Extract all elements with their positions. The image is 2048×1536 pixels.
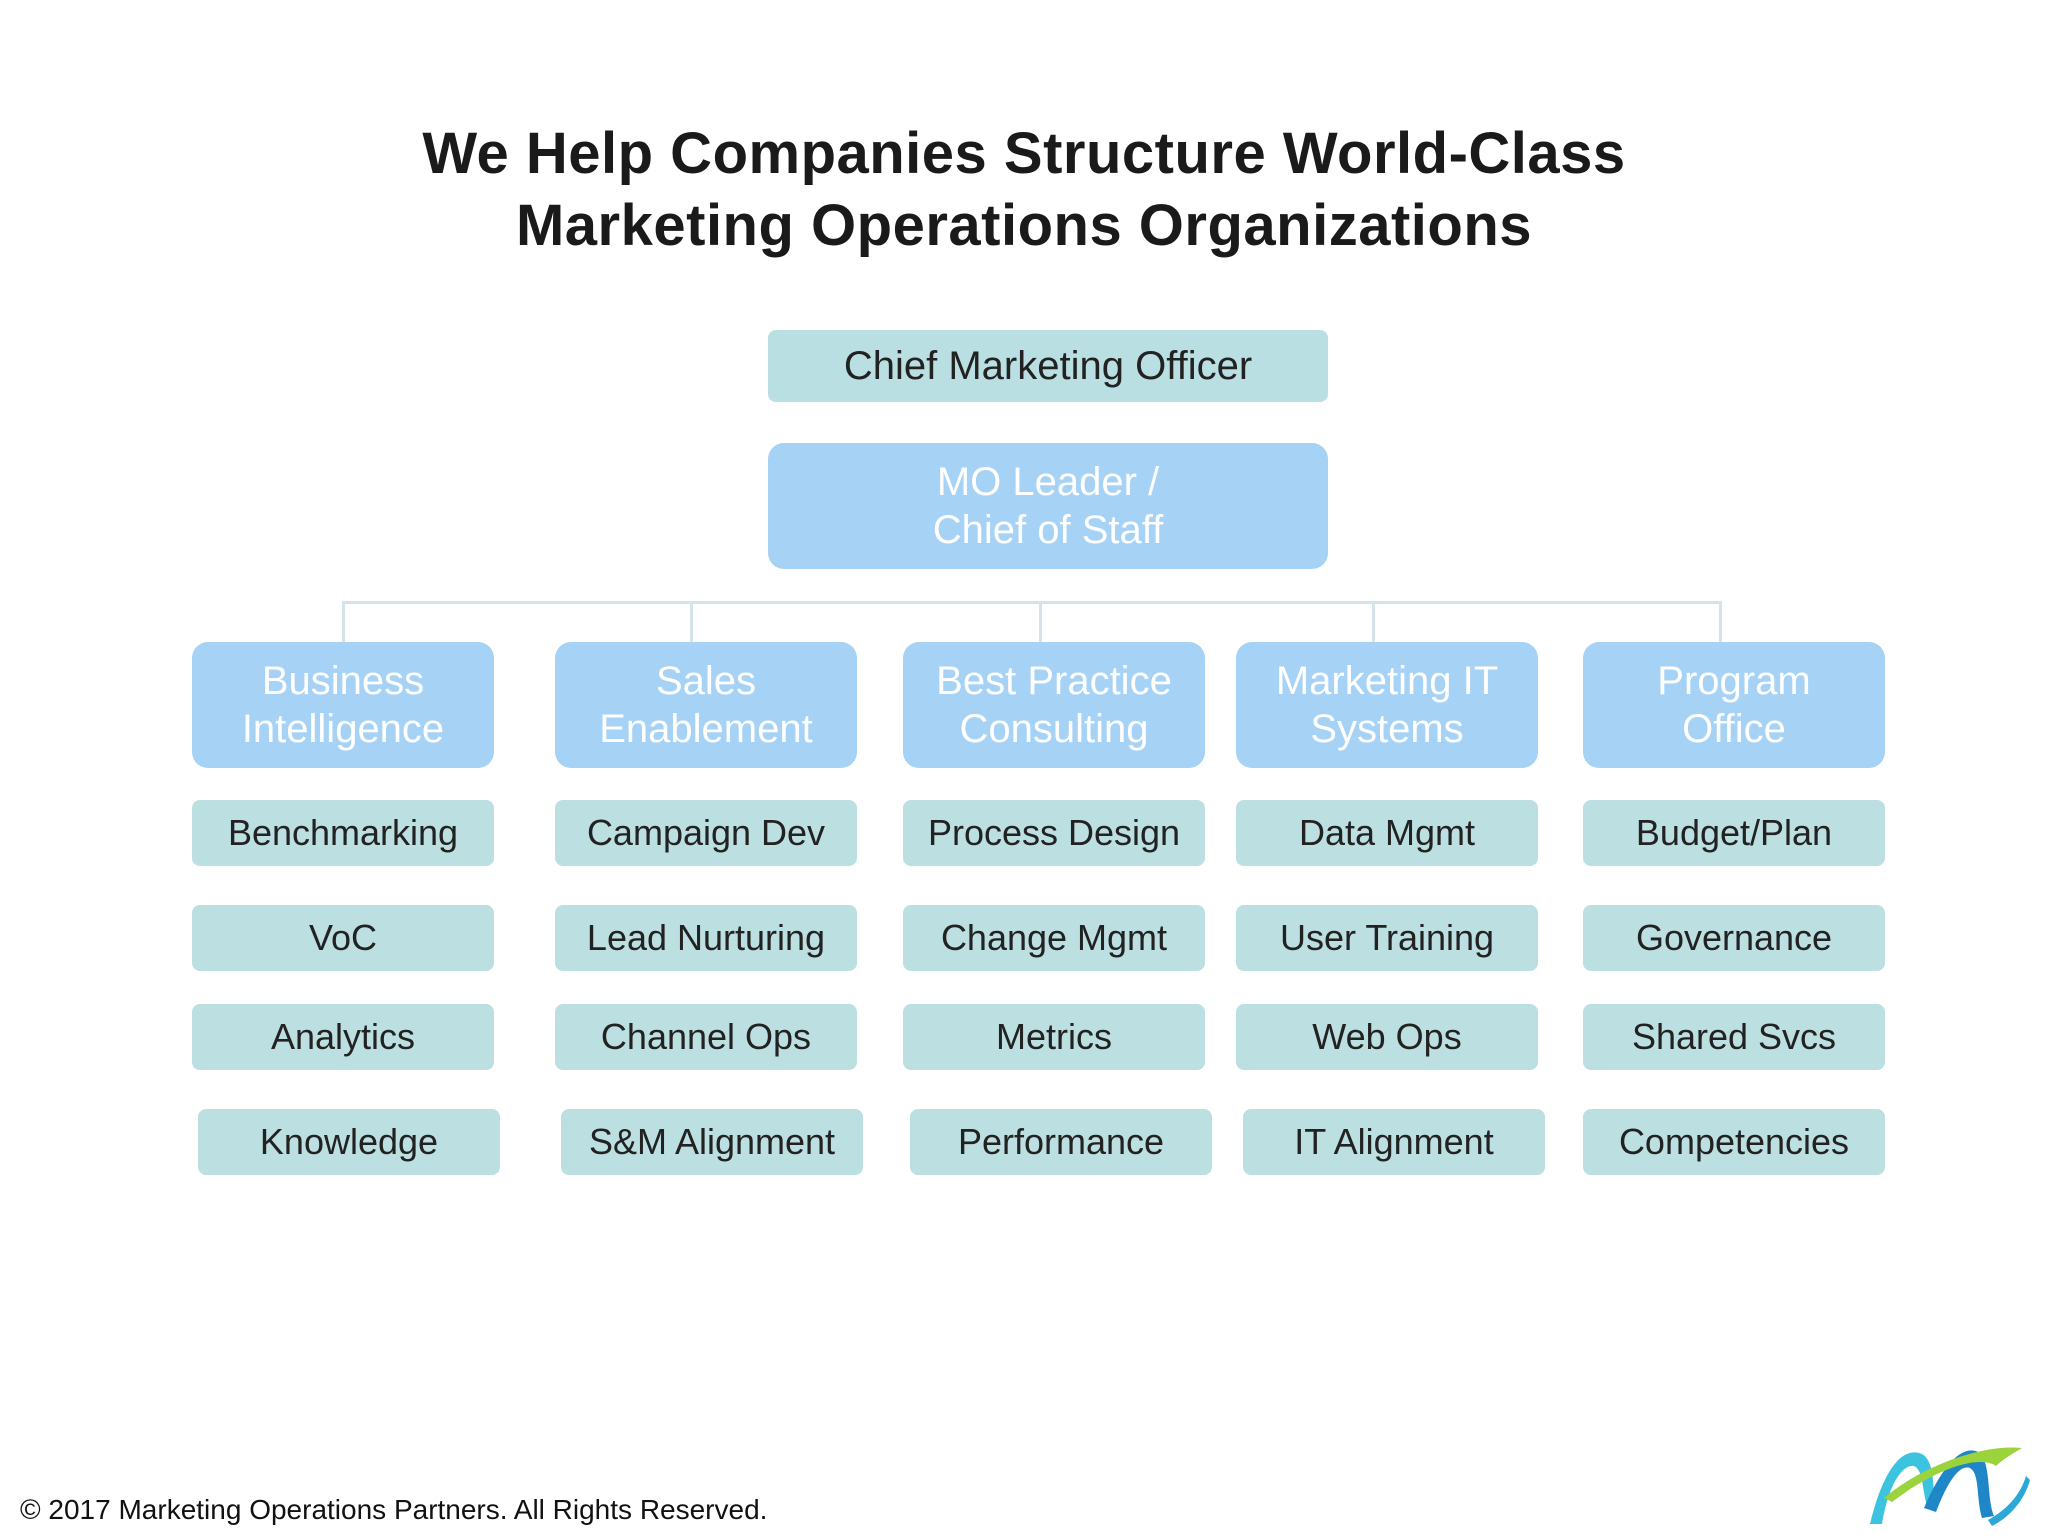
- function-box: S&M Alignment: [561, 1109, 863, 1175]
- function-box: Knowledge: [198, 1109, 500, 1175]
- org-connector-vertical: [690, 601, 693, 642]
- function-box: VoC: [192, 905, 494, 971]
- function-label: Governance: [1635, 917, 1833, 958]
- title-line-1: We Help Companies Structure World-Class: [422, 121, 1626, 186]
- function-label: Process Design: [927, 812, 1181, 853]
- dept-label-line-2: Intelligence: [241, 707, 445, 751]
- function-label: Metrics: [996, 1016, 1112, 1057]
- mo-leader-box: MO Leader / Chief of Staff: [768, 443, 1328, 569]
- dept-marketing-it-systems: Marketing IT Systems: [1236, 642, 1538, 768]
- function-box: User Training: [1236, 905, 1538, 971]
- page-title: We Help Companies Structure World-Class …: [0, 118, 2048, 262]
- function-box: Analytics: [192, 1004, 494, 1070]
- dept-label-line-1: Program: [1657, 659, 1811, 703]
- org-connector-vertical: [1372, 601, 1375, 642]
- dept-label-line-2: Systems: [1310, 707, 1464, 751]
- function-box: Channel Ops: [555, 1004, 857, 1070]
- mo-leader-line-2: Chief of Staff: [932, 508, 1164, 552]
- function-label: Budget/Plan: [1635, 812, 1833, 853]
- company-logo-icon: [1870, 1447, 2030, 1526]
- org-connector-vertical: [342, 601, 345, 642]
- org-connector-horizontal: [343, 601, 1721, 604]
- function-label: Web Ops: [1312, 1016, 1462, 1057]
- function-label: Knowledge: [259, 1121, 439, 1162]
- function-label: Analytics: [270, 1016, 416, 1057]
- function-label: Competencies: [1618, 1121, 1850, 1162]
- mo-leader-line-1: MO Leader /: [936, 460, 1160, 504]
- function-box: Competencies: [1583, 1109, 1885, 1175]
- function-box: Shared Svcs: [1583, 1004, 1885, 1070]
- function-label: Lead Nurturing: [586, 917, 826, 958]
- function-box: Process Design: [903, 800, 1205, 866]
- title-line-2: Marketing Operations Organizations: [515, 193, 1533, 258]
- dept-program-office: Program Office: [1583, 642, 1885, 768]
- function-box: Lead Nurturing: [555, 905, 857, 971]
- function-label: Channel Ops: [600, 1016, 812, 1057]
- function-label: S&M Alignment: [588, 1121, 836, 1162]
- dept-business-intelligence: Business Intelligence: [192, 642, 494, 768]
- function-label: Change Mgmt: [940, 917, 1168, 958]
- function-label: Performance: [957, 1121, 1165, 1162]
- function-label: VoC: [308, 917, 378, 958]
- function-box: Benchmarking: [192, 800, 494, 866]
- function-box: IT Alignment: [1243, 1109, 1545, 1175]
- function-label: User Training: [1279, 917, 1495, 958]
- copyright-footer: © 2017 Marketing Operations Partners. Al…: [20, 1494, 768, 1525]
- dept-label-line-2: Consulting: [959, 707, 1149, 751]
- function-box: Data Mgmt: [1236, 800, 1538, 866]
- dept-label-line-1: Best Practice: [936, 659, 1172, 703]
- dept-label-line-1: Business: [261, 659, 425, 703]
- function-box: Web Ops: [1236, 1004, 1538, 1070]
- dept-best-practice-consulting: Best Practice Consulting: [903, 642, 1205, 768]
- org-connector-vertical: [1719, 601, 1722, 642]
- function-label: Shared Svcs: [1631, 1016, 1837, 1057]
- dept-sales-enablement: Sales Enablement: [555, 642, 857, 768]
- dept-label-line-1: Marketing IT: [1275, 659, 1499, 703]
- cmo-box: Chief Marketing Officer: [768, 330, 1328, 402]
- function-box: Metrics: [903, 1004, 1205, 1070]
- function-box: Budget/Plan: [1583, 800, 1885, 866]
- org-connector-vertical: [1039, 601, 1042, 642]
- function-box: Governance: [1583, 905, 1885, 971]
- dept-label-line-2: Enablement: [599, 707, 813, 751]
- function-box: Change Mgmt: [903, 905, 1205, 971]
- dept-label-line-2: Office: [1682, 707, 1786, 751]
- function-label: Data Mgmt: [1298, 812, 1476, 853]
- function-label: Benchmarking: [227, 812, 459, 853]
- dept-label-line-1: Sales: [655, 659, 757, 703]
- function-label: IT Alignment: [1294, 1121, 1494, 1162]
- function-label: Campaign Dev: [586, 812, 826, 853]
- cmo-label: Chief Marketing Officer: [843, 343, 1253, 388]
- function-box: Performance: [910, 1109, 1212, 1175]
- function-box: Campaign Dev: [555, 800, 857, 866]
